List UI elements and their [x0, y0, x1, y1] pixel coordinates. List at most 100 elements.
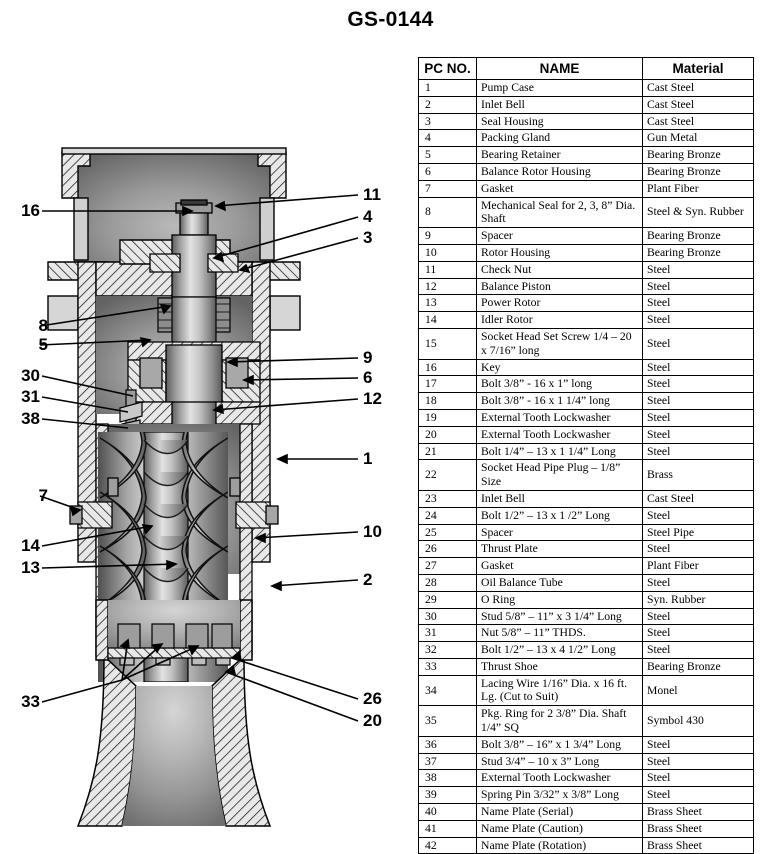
material-cell: Bearing Bronze: [642, 227, 754, 245]
name-cell: Pump Case: [476, 79, 643, 97]
name-cell: Gasket: [476, 179, 643, 198]
callout-5: 5: [38, 335, 48, 354]
material-cell: Symbol 430: [642, 705, 754, 737]
material-cell: Steel: [642, 607, 754, 626]
pc-no-cell: 7: [418, 179, 477, 198]
name-cell: Rotor Housing: [476, 243, 643, 262]
callout-31: 31: [21, 387, 40, 406]
pc-no-cell: 38: [418, 769, 477, 788]
name-cell: Power Rotor: [476, 294, 643, 313]
material-cell: Syn. Rubber: [642, 590, 754, 609]
material-cell: Steel: [642, 392, 754, 410]
material-cell: Steel: [642, 375, 754, 394]
material-cell: Steel: [642, 735, 754, 754]
callout-11: 11: [363, 185, 381, 204]
pc-no-cell: 19: [418, 408, 477, 427]
name-cell: Balance Piston: [476, 277, 643, 296]
pc-no-cell: 27: [418, 557, 477, 575]
material-cell: Monel: [642, 674, 754, 707]
pc-no-cell: 13: [418, 294, 477, 313]
material-cell: Steel: [642, 408, 754, 427]
material-cell: Steel: [642, 358, 754, 377]
gasket-flange: [69, 477, 279, 529]
bearing-retainer-group: [127, 341, 261, 406]
pc-no-cell: 3: [418, 112, 477, 131]
callout-7: 7: [38, 486, 48, 505]
pc-no-cell: 36: [418, 735, 477, 754]
callout-20: 20: [363, 711, 382, 730]
name-cell: Spacer: [476, 227, 643, 245]
material-cell: Steel: [642, 641, 754, 659]
name-cell: External Tooth Lockwasher: [476, 408, 643, 427]
material-cell: Steel: [642, 294, 754, 313]
material-cell: Cast Steel: [642, 112, 754, 131]
material-cell: Steel: [642, 752, 754, 771]
thrust-assembly: [107, 623, 241, 666]
material-cell: Bearing Bronze: [642, 243, 754, 262]
pc-no-cell: 17: [418, 375, 477, 394]
material-cell: Steel: [642, 769, 754, 788]
material-cell: Bearing Bronze: [642, 162, 754, 181]
material-cell: Steel: [642, 786, 754, 805]
leader-lines: [39, 194, 359, 722]
pc-no-cell: 15: [418, 327, 477, 360]
pc-no-cell: 39: [418, 786, 477, 805]
pc-no-cell: 12: [418, 277, 477, 296]
pc-no-cell: 28: [418, 573, 477, 592]
pc-no-cell: 24: [418, 506, 477, 525]
name-cell: Gasket: [476, 557, 643, 575]
material-cell: Steel: [642, 425, 754, 444]
material-cell: Steel: [642, 260, 754, 279]
material-cell: Brass Sheet: [642, 803, 754, 821]
name-cell: O Ring: [476, 590, 643, 609]
name-cell: Socket Head Set Screw 1/4 – 20 x 7/16” l…: [476, 327, 643, 360]
name-cell: Pkg. Ring for 2 3/8” Dia. Shaft 1/4” SQ: [476, 705, 643, 737]
material-cell: Cast Steel: [642, 79, 754, 97]
name-cell: Name Plate (Rotation): [476, 836, 643, 854]
callout-10: 10: [363, 522, 382, 541]
pc-no-cell: 9: [418, 227, 477, 245]
pc-no-cell: 10: [418, 243, 477, 262]
callout-13: 13: [21, 558, 40, 577]
spacer: [139, 357, 163, 389]
name-cell: Idler Rotor: [476, 311, 643, 329]
pc-no-cell: 37: [418, 752, 477, 771]
callout-16: 16: [21, 201, 40, 220]
pc-no-cell: 11: [418, 260, 477, 279]
material-cell: Steel: [642, 506, 754, 525]
material-cell: Gun Metal: [642, 129, 754, 148]
page-title: GS-0144: [347, 8, 434, 31]
material-cell: Steel Pipe: [642, 523, 754, 542]
pc-no-cell: 14: [418, 311, 477, 329]
pc-no-cell: 8: [418, 196, 477, 229]
material-cell: Steel: [642, 311, 754, 329]
pc-no-cell: 23: [418, 489, 477, 508]
material-cell: Steel: [642, 442, 754, 461]
name-cell: Socket Head Pipe Plug – 1/8” Size: [476, 459, 643, 491]
name-cell: Inlet Bell: [476, 95, 643, 114]
